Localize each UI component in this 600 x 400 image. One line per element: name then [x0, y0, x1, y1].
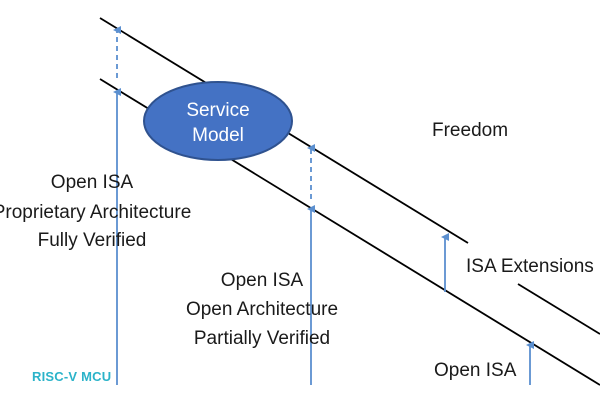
open-isa-bottom-label: Open ISA	[434, 360, 517, 381]
middle-block-line1: Open ISA	[221, 270, 304, 291]
service-model-line2: Model	[192, 125, 244, 146]
middle-block-line2: Open Architecture	[186, 299, 338, 320]
extension-diagonal-line	[517, 283, 600, 335]
freedom-label: Freedom	[432, 120, 508, 141]
service-model-ellipse	[143, 81, 293, 161]
left-block-line2: Proprietary Architecture	[0, 202, 191, 223]
risc-v-mcu-watermark: RISC-V MCU	[32, 369, 112, 384]
isa-extensions-label: ISA Extensions	[466, 256, 594, 277]
middle-block-line3: Partially Verified	[194, 328, 330, 349]
left-block-line1: Open ISA	[51, 172, 134, 193]
service-model-line1: Service	[186, 100, 249, 121]
left-block-line3: Fully Verified	[38, 230, 147, 251]
